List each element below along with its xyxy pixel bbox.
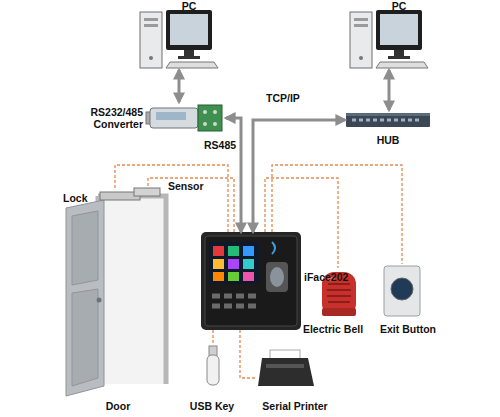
lock-sensor-illustration xyxy=(100,188,160,200)
terminal-illustration-part xyxy=(270,267,284,287)
terminal-illustration-part xyxy=(272,242,275,254)
usb-key-illustration xyxy=(207,346,219,385)
data-link xyxy=(253,120,345,232)
printer-illustration-part xyxy=(266,364,304,368)
device-label: Electric Bell xyxy=(303,323,363,335)
converter-illustration-part xyxy=(213,110,217,114)
pc-illustration-part xyxy=(140,10,218,68)
device-label: iFace202 xyxy=(304,271,348,283)
terminal-illustration-part xyxy=(209,242,259,284)
exit-button-illustration-part xyxy=(384,266,420,316)
hub-illustration-part xyxy=(352,119,419,122)
device-node: iFace202 xyxy=(201,232,301,330)
wiring-line xyxy=(265,178,338,268)
terminal-illustration-part xyxy=(266,262,288,292)
terminal-illustration-part xyxy=(228,259,239,269)
converter-illustration xyxy=(146,105,222,131)
device-node: HUB xyxy=(345,110,431,130)
device-label: RS232/485 Converter xyxy=(81,106,143,130)
wiring-line xyxy=(272,165,402,264)
terminal-illustration-part xyxy=(212,296,256,306)
device-node: Electric Bell xyxy=(318,268,360,318)
terminal-illustration-part xyxy=(213,246,224,256)
hub-illustration-part xyxy=(346,113,430,116)
device-label: Door xyxy=(106,400,131,412)
device-node: Exit Button xyxy=(382,264,422,318)
converter-illustration-part xyxy=(150,108,198,128)
data-link xyxy=(178,70,181,102)
data-link xyxy=(226,118,241,232)
converter-illustration-part xyxy=(156,112,186,120)
device-node: PC xyxy=(140,8,218,70)
pc-illustration xyxy=(140,10,428,68)
converter-illustration-part xyxy=(203,110,207,114)
device-node: Lock xyxy=(100,190,140,202)
terminal-illustration-part xyxy=(228,272,239,281)
terminal-illustration-part xyxy=(213,272,224,281)
printer-illustration-part xyxy=(258,358,314,386)
wiring-line xyxy=(148,178,234,232)
door-illustration-part xyxy=(66,200,104,396)
device-node: RS232/485 Converter xyxy=(146,102,226,134)
terminal-illustration-part xyxy=(243,272,254,281)
device-label: Lock xyxy=(63,192,88,204)
device-label: Serial Printer xyxy=(262,400,327,412)
device-node: PC xyxy=(350,8,428,70)
terminal-illustration-part xyxy=(201,232,301,330)
device-label: HUB xyxy=(377,134,400,146)
door-illustration-part xyxy=(98,196,166,384)
terminal-illustration xyxy=(201,232,301,330)
wiring-line xyxy=(115,165,228,232)
terminal-illustration-part xyxy=(213,259,224,269)
door-illustration-part xyxy=(97,298,102,303)
device-node: Serial Printer xyxy=(256,350,314,390)
device-label: Sensor xyxy=(168,180,204,192)
edge-label: RS485 xyxy=(204,139,236,151)
device-label: Exit Button xyxy=(380,323,436,335)
device-node: USB Key xyxy=(205,345,221,385)
wiring-line xyxy=(212,330,213,345)
exit-button-illustration xyxy=(384,266,420,316)
device-label: PC xyxy=(392,0,407,12)
terminal-illustration-part xyxy=(243,246,254,256)
edge-label: TCP/IP xyxy=(266,92,300,104)
converter-illustration-part xyxy=(198,105,222,131)
door-illustration-part xyxy=(72,211,98,285)
hub-illustration-part xyxy=(346,113,430,127)
terminal-illustration-part xyxy=(228,246,239,256)
door-illustration-part xyxy=(100,198,164,384)
door-illustration-part xyxy=(72,289,98,386)
converter-illustration-part xyxy=(213,122,217,126)
printer-illustration xyxy=(258,350,314,386)
pc-illustration-part xyxy=(350,10,428,68)
wiring-line xyxy=(240,330,256,378)
door-illustration xyxy=(66,196,166,396)
device-node: Door xyxy=(64,196,168,396)
device-label: USB Key xyxy=(190,400,234,412)
terminal-illustration-part xyxy=(243,259,254,269)
data-link xyxy=(388,70,391,110)
device-node: Sensor xyxy=(133,186,161,198)
usb-key-illustration-part xyxy=(207,355,219,385)
lock-sensor-illustration-part xyxy=(134,188,160,196)
bell-illustration-part xyxy=(322,308,356,316)
bell-illustration-part xyxy=(327,284,351,302)
hub-illustration xyxy=(346,113,430,127)
terminal-illustration-part xyxy=(205,236,297,326)
exit-button-illustration-part xyxy=(391,278,413,300)
converter-illustration-part xyxy=(203,122,207,126)
device-label: PC xyxy=(182,0,197,12)
